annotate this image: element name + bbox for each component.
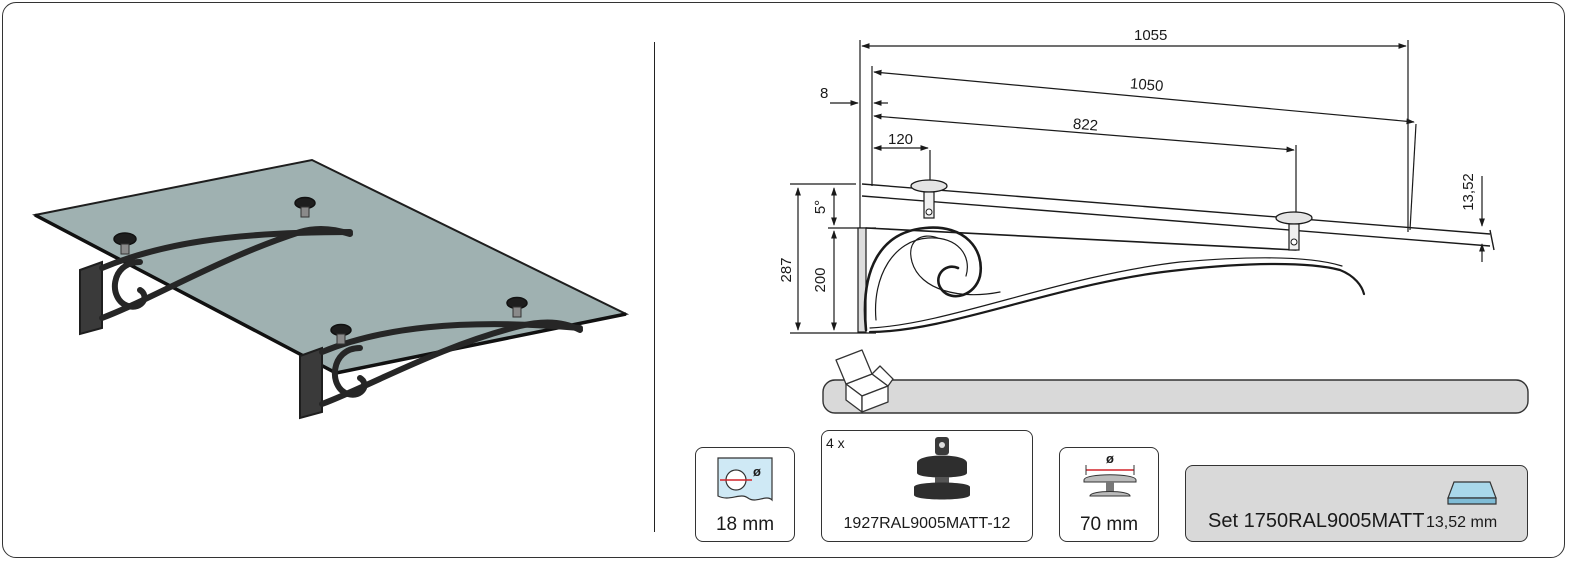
dim-label-822: 822 xyxy=(1072,116,1098,135)
back-bracket xyxy=(79,196,353,336)
dim-label-200: 200 xyxy=(812,267,829,292)
glass-hole-icon: ø xyxy=(717,457,773,502)
disc-icon: ø xyxy=(1083,451,1137,497)
glass-side-view xyxy=(861,183,1495,251)
fixing-card: 4 x 1927RAL9005MATT-12 xyxy=(821,430,1033,542)
fixing-quantity: 4 x xyxy=(826,435,845,451)
view-divider xyxy=(654,42,655,532)
disc-diameter-value: 70 mm xyxy=(1079,514,1139,535)
dim-label-287: 287 xyxy=(778,257,795,282)
disc-diameter-card: ø 70 mm xyxy=(1059,447,1159,542)
dim-label-120: 120 xyxy=(888,131,913,148)
dim-line-1050 xyxy=(873,69,1415,125)
set-thickness: 13,52 mm xyxy=(1426,514,1498,531)
dim-label-1055: 1055 xyxy=(1134,27,1167,44)
dim-label-thickness: 13,52 xyxy=(1460,173,1477,211)
glass-pane-icon xyxy=(1447,481,1497,505)
dim-line-822 xyxy=(873,113,1295,153)
hole-diameter-value: 18 mm xyxy=(715,514,775,535)
fixing-knob-icon xyxy=(914,437,970,500)
dim-label-1050: 1050 xyxy=(1129,75,1164,95)
dim-label-angle: 5° xyxy=(812,200,829,214)
set-code: Set 1750RAL9005MATT xyxy=(1208,510,1425,532)
disc-diameter-symbol: ø xyxy=(1106,451,1114,466)
dim-label-8: 8 xyxy=(820,85,828,102)
front-bracket xyxy=(299,296,583,420)
set-card: Set 1750RAL9005MATT 13,52 mm xyxy=(1185,465,1528,542)
fixing-code: 1927RAL9005MATT-12 xyxy=(843,515,1011,532)
hole-diameter-card: ø 18 mm xyxy=(695,447,795,542)
box-icon xyxy=(835,349,894,413)
hole-diameter-symbol: ø xyxy=(753,464,761,479)
bracket-side-view xyxy=(857,179,1366,334)
kit-banner xyxy=(822,379,1529,414)
